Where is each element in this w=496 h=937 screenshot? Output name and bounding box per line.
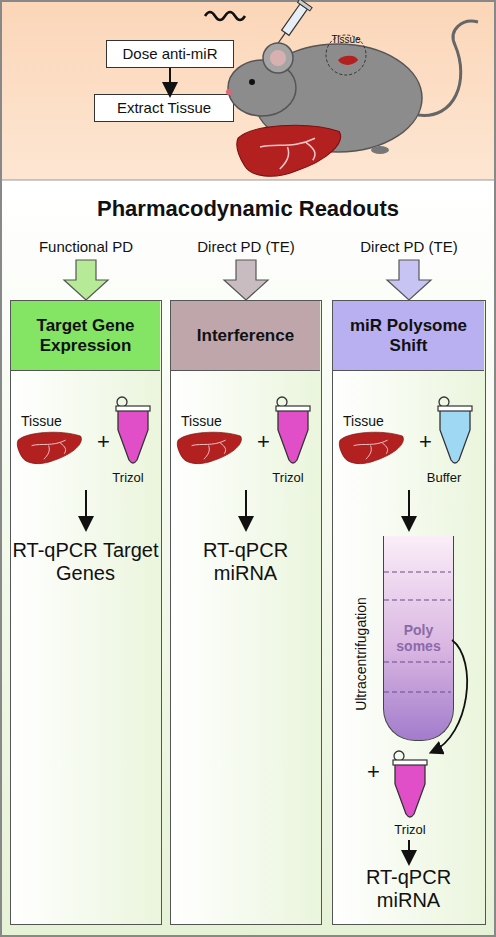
top-band [0,0,496,180]
diagram-title: Pharmacodynamic Readouts [0,196,496,221]
syringe [271,0,312,49]
flow-arrow [169,68,171,94]
liver-illustration [177,432,241,463]
node-text: + [257,429,277,454]
fraction-arrow [432,640,467,752]
column-label: Direct PD (TE) [166,238,326,255]
liver-illustration [237,125,341,176]
readout-panel: Tissue + TrizolRT-qPCR miRNA Interference [170,300,322,925]
node-text: Tissue [21,413,91,429]
flow-arrow [85,490,87,528]
column-arrow [224,260,268,300]
node-text: Tissue [181,413,251,429]
flow-arrow [408,840,410,862]
node-text: Dose anti-miR [122,45,217,62]
node-text: + [367,759,387,784]
readout-panel: Tissue + BufferUltracentrifugation + TrizolR… [332,300,486,925]
node-text: Extract Tissue [117,99,211,116]
node-text: Trizol [375,823,445,838]
node-text: Target Gene Expression [11,316,160,355]
node-text: Buffer [409,471,479,486]
node-text: + [97,429,117,454]
readout-panel: Tissue + TrizolRT-qPCR Target Genes Target … [10,300,162,925]
liver-illustration [17,432,81,463]
node-text: + [419,429,439,454]
column-arrow [387,260,431,300]
flow-arrow [245,490,247,528]
readout-header: Interference [171,301,320,371]
process-box: Dose anti-miR [106,40,234,68]
tissue-callout: Tissue [326,34,366,46]
node-text: Poly somes [394,622,444,654]
lower-band [0,180,496,937]
node-text: Ultracentrifugation [353,554,369,754]
node-text: RT-qPCR miRNA [171,539,320,585]
column-arrow [64,260,108,300]
column-label: Functional PD [6,238,166,255]
liver-illustration [339,432,403,463]
node-text: miR Polysome Shift [333,316,484,355]
node-text: RT-qPCR miRNA [333,866,484,912]
buffer-tube [438,397,472,463]
band-divider [1,180,495,181]
node-text: Interference [197,326,294,346]
node-text: Tissue [343,413,413,429]
readout-header: miR Polysome Shift [333,301,484,371]
mouse-illustration [226,21,478,154]
node-text: Trizol [253,471,323,486]
node-text: RT-qPCR Target Genes [11,539,160,585]
column-label: Direct PD (TE) [329,238,489,255]
process-box: Extract Tissue [94,94,234,122]
flow-arrow [408,490,410,528]
node-text: Trizol [93,471,163,486]
anti-mir-strand [205,12,245,20]
ultracentrifuge-tube: Poly somes [383,536,454,741]
trizol-tube [276,397,310,463]
trizol-tube [393,751,427,817]
readout-header: Target Gene Expression [11,301,160,371]
gradient-fraction-lines [384,572,451,692]
trizol-tube [116,397,150,463]
